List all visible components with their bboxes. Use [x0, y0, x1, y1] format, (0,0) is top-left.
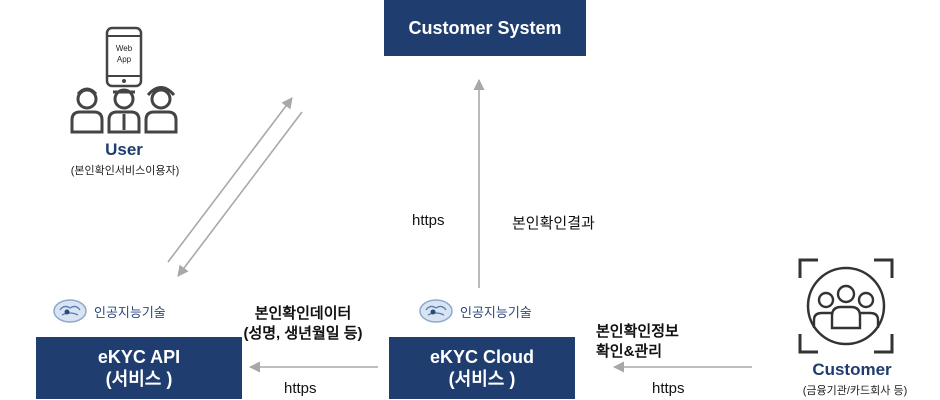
ekyc-api-box: eKYC API (서비스 ): [36, 337, 242, 399]
api-data-label: 본인확인데이터 (성명, 생년월일 등): [218, 304, 388, 343]
customer-protocol-label: https: [652, 380, 685, 397]
brain-icon: [53, 299, 87, 323]
api-data-label-line2: (성명, 생년월일 등): [243, 324, 363, 342]
system-result-label: 본인확인결과: [512, 215, 595, 232]
api-data-label-line1: 본인확인데이터: [254, 305, 352, 322]
person-icon: [70, 87, 104, 134]
customer-info-label: 본인확인정보 확인&관리: [596, 322, 679, 361]
api-protocol-label: https: [284, 380, 317, 397]
user-icon: Web App: [70, 26, 178, 134]
ekyc-cloud-line1: eKYC Cloud: [429, 346, 534, 367]
ekyc-api-line2: (서비스 ): [105, 369, 173, 389]
ekyc-cloud-box: eKYC Cloud (서비스 ): [389, 337, 575, 399]
arrow-api-to-user: [167, 97, 293, 263]
user-subtitle: (본인확인서비스이용자): [70, 165, 180, 177]
arrow-user-to-api: [177, 111, 303, 277]
customer-info-label-line1: 본인확인정보: [596, 323, 679, 340]
customer-group: [796, 256, 896, 356]
svg-text:App: App: [117, 55, 132, 64]
customer-info-label-line2: 확인&관리: [596, 342, 663, 360]
svg-text:Web: Web: [116, 44, 133, 53]
customer-system-box: Customer System: [384, 0, 586, 56]
cloud-ai-label: 인공지능기술: [460, 304, 532, 320]
phone-icon: Web App: [105, 26, 143, 88]
brain-icon: [419, 299, 453, 323]
cloud-ai-badge: 인공지능기술: [418, 298, 532, 324]
customer-name: Customer: [812, 360, 892, 379]
ekyc-api-line1: eKYC API: [97, 346, 181, 367]
api-ai-badge: 인공지능기술: [52, 298, 166, 324]
user-group: Web App: [60, 20, 220, 180]
person-icon: [107, 88, 141, 134]
system-protocol-label: https: [412, 212, 445, 229]
person-icon: [144, 86, 178, 134]
customer-subtitle: (금융기관/카드회사 등): [802, 385, 908, 397]
user-name: User: [105, 140, 143, 159]
customer-system-label: Customer System: [408, 17, 562, 38]
ekyc-cloud-line2: (서비스 ): [448, 369, 516, 389]
api-ai-label: 인공지능기술: [94, 304, 166, 320]
customer-icon: [798, 258, 894, 354]
